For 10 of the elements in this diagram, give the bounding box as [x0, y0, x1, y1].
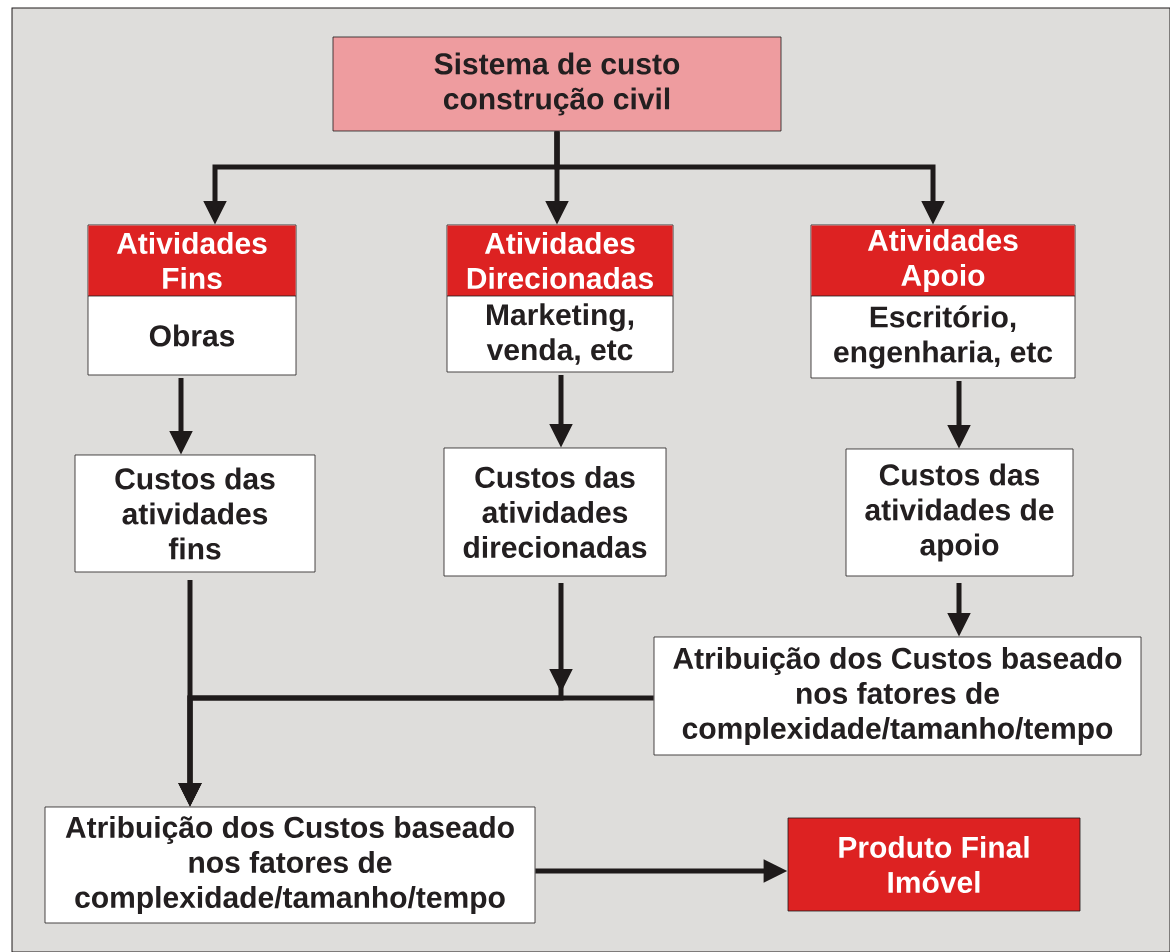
process-box: Custos das atividades direcionadas [443, 447, 667, 577]
activity-card: Atividades Fins Obras [87, 224, 297, 376]
result-box: Produto Final Imóvel [787, 817, 1081, 912]
process-box: Custos das atividades fins [74, 454, 316, 573]
activity-card: Atividades Apoio Escritório, engenharia, etc [810, 224, 1076, 379]
activity-card: Atividades Direcionadas Marketing, venda, etc [446, 224, 674, 373]
process-box: Atribuição dos Custos baseado nos fatores de complexidade/tamanho/tempo [653, 636, 1142, 756]
title-box: Sistema de custo construção civil [332, 36, 782, 132]
process-box: Atribuição dos Custos baseado nos fatores de complexidade/tamanho/tempo [44, 806, 536, 924]
process-box: Custos das atividades de apoio [845, 448, 1074, 577]
